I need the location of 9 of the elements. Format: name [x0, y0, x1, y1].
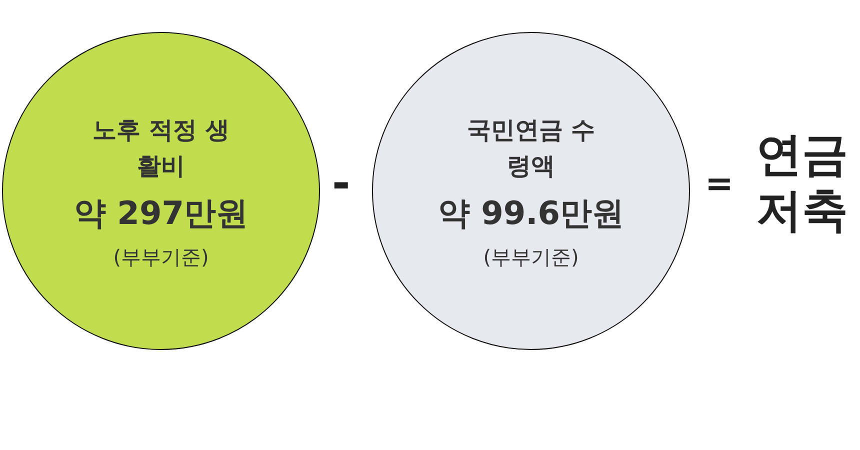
- minus-sign: -: [332, 158, 350, 209]
- note-text: (부부기준): [113, 244, 209, 270]
- note-text: (부부기준): [483, 244, 579, 270]
- amount-text: 약 99.6만원: [438, 192, 624, 234]
- equals-sign: =: [705, 164, 734, 204]
- circle-heading: 노후 적정 생활비: [92, 114, 230, 182]
- result-text: 연금 저축: [756, 126, 849, 238]
- circle-heading: 국민연금 수령액: [466, 114, 596, 182]
- amount-text: 약 297만원: [74, 192, 248, 234]
